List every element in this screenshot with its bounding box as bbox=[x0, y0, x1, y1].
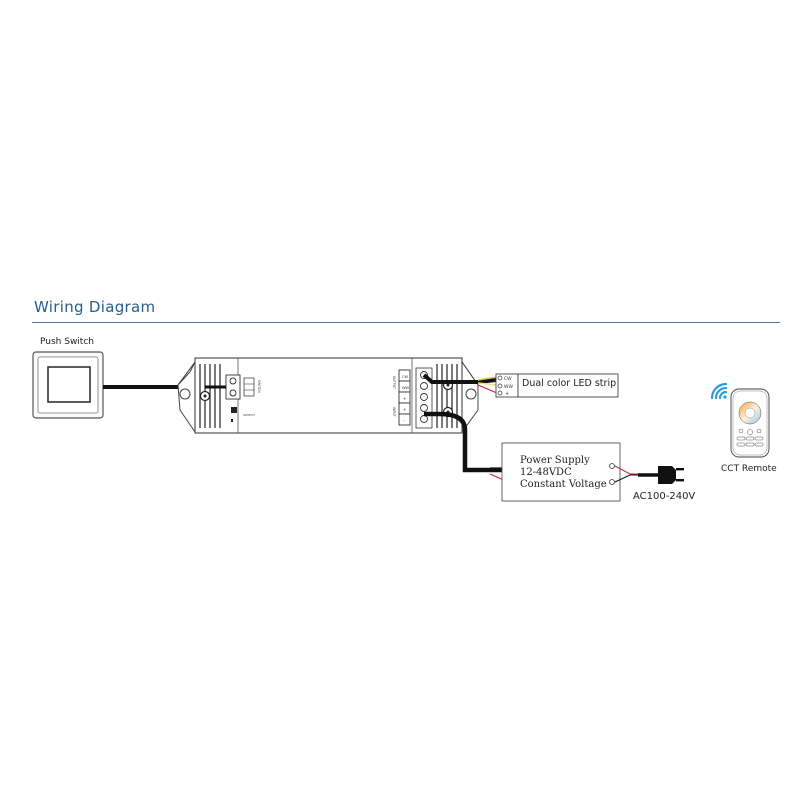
push-switch[interactable] bbox=[32, 351, 104, 419]
output-wires bbox=[422, 373, 498, 394]
title-divider bbox=[32, 322, 780, 323]
power-supply-voltage: 12-48VDC bbox=[520, 467, 572, 478]
switch-sub-label: SWITCH bbox=[243, 413, 255, 417]
controller bbox=[177, 357, 479, 434]
push-switch-label: Push Switch bbox=[40, 337, 94, 347]
ac-plug bbox=[614, 465, 684, 484]
controller-labels: CW WW + + - OUTPUT INPUT SWITCH SWITCH bbox=[243, 375, 410, 423]
power-supply-title: Power Supply bbox=[520, 455, 590, 466]
strip-pin-cw: CW bbox=[504, 376, 512, 382]
cct-remote[interactable] bbox=[730, 388, 770, 458]
terminal-label-in-plus: + bbox=[403, 407, 406, 412]
power-supply-label: Power Supply 12-48VDC Constant Voltage bbox=[520, 455, 607, 491]
led-strip-connector: CW WW + bbox=[495, 373, 519, 398]
cct-remote-label: CCT Remote bbox=[721, 464, 777, 474]
terminal-label-cw: CW bbox=[402, 375, 409, 379]
terminal-label-in-minus: - bbox=[403, 418, 405, 423]
switch-label: SWITCH bbox=[257, 380, 261, 393]
input-group-label: INPUT bbox=[392, 407, 396, 417]
output-group-label: OUTPUT bbox=[392, 376, 396, 389]
power-supply bbox=[501, 442, 621, 502]
page-title: Wiring Diagram bbox=[34, 298, 156, 316]
strip-pin-plus: + bbox=[505, 391, 509, 397]
wireless-signal-icon bbox=[710, 382, 728, 400]
led-strip bbox=[517, 373, 619, 398]
strip-pin-ww: WW bbox=[504, 384, 513, 390]
power-supply-type: Constant Voltage bbox=[520, 479, 607, 490]
terminal-label-ww: WW bbox=[402, 386, 410, 390]
led-strip-label: Dual color LED strip bbox=[522, 378, 617, 389]
ac-voltage-label: AC100-240V bbox=[633, 491, 696, 502]
terminal-label-out-plus: + bbox=[403, 396, 406, 401]
